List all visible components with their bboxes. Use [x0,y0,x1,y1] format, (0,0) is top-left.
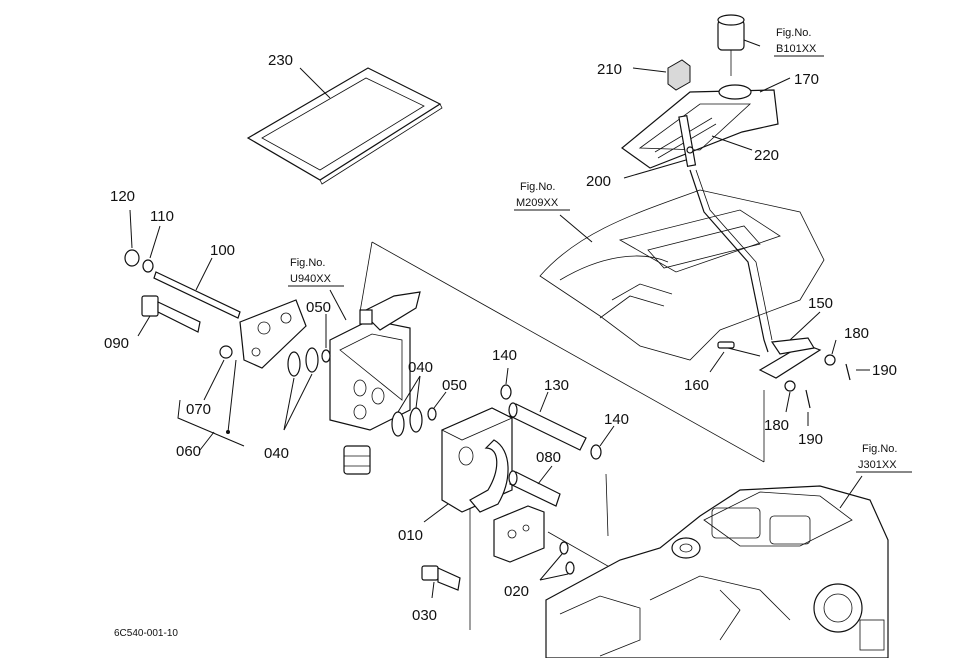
fig-ref-m209-title: Fig.No. [520,181,555,193]
label-040-right: 040 [408,359,433,376]
transmission-housing [545,475,889,658]
label-070: 070 [186,401,211,418]
fig-ref-u940-title: Fig.No. [290,257,325,269]
label-180-bottom: 180 [764,417,789,434]
label-130: 130 [544,377,569,394]
label-180-top: 180 [844,325,869,342]
label-140-top: 140 [492,347,517,364]
part-labels: 230 210 170 220 200 120 110 100 090 050 … [104,52,897,624]
label-040-left: 040 [264,445,289,462]
fig-ref-m209-number: M209XX [516,197,559,209]
fig-ref-j301-number: J301XX [858,459,897,471]
label-150: 150 [808,295,833,312]
label-120: 120 [110,188,135,205]
label-160: 160 [684,377,709,394]
label-190-bottom: 190 [798,431,823,448]
drawing-code: 6C540-001-10 [114,628,178,639]
construction-lines [359,241,765,630]
control-valve [329,289,421,475]
label-060: 060 [176,443,201,460]
label-050-left: 050 [306,299,331,316]
o-rings [283,314,447,437]
figure-references: Fig.No. B101XX Fig.No. M209XX Fig.No. U9… [288,27,912,473]
label-020: 020 [504,583,529,600]
manifold-assembly [421,367,615,599]
label-030: 030 [412,607,437,624]
manual-booklet-part [246,67,443,185]
lever-console-assembly [621,14,791,353]
label-010: 010 [398,527,423,544]
fig-ref-b101-number: B101XX [776,43,817,55]
label-080: 080 [536,449,561,466]
label-170: 170 [794,71,819,88]
chassis-body-outline [539,189,825,361]
label-050-right: 050 [442,377,467,394]
label-210: 210 [597,61,622,78]
label-090: 090 [104,335,129,352]
lever-bracket-assembly [709,311,870,426]
fig-ref-j301-title: Fig.No. [862,443,897,455]
bolt-group [124,209,307,451]
label-140-bottom: 140 [604,411,629,428]
label-110: 110 [150,208,174,225]
label-190-top: 190 [872,362,897,379]
label-220: 220 [754,147,779,164]
label-100: 100 [210,242,235,259]
label-200: 200 [586,173,611,190]
fig-ref-b101-title: Fig.No. [776,27,811,39]
fig-ref-u940-number: U940XX [290,273,332,285]
label-230: 230 [268,52,293,69]
